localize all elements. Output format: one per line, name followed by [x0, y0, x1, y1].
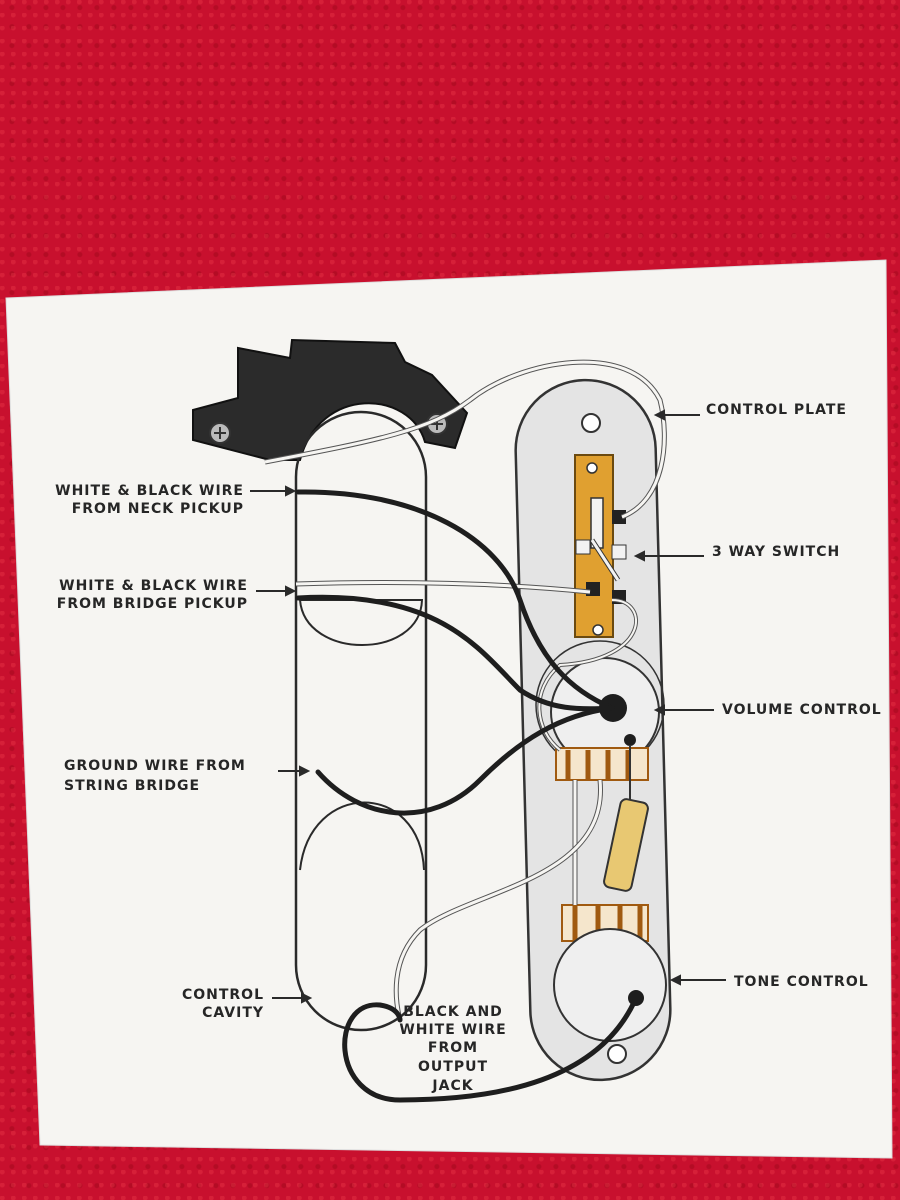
label-control-plate: CONTROL PLATE [706, 402, 847, 418]
label-neck-wire-2: FROM NECK PICKUP [72, 501, 244, 517]
label-tone: TONE CONTROL [734, 974, 869, 990]
label-switch: 3 WAY SWITCH [712, 544, 840, 560]
label-neck-wire-1: WHITE & BLACK WIRE [55, 483, 244, 499]
plate-screw-hole-top [581, 413, 601, 433]
label-cavity-1: CONTROL [182, 987, 264, 1003]
volume-pot [535, 640, 665, 781]
label-output-3: FROM [428, 1040, 478, 1056]
paper-sheet [5, 259, 893, 1159]
label-cavity-2: CAVITY [202, 1005, 264, 1021]
label-output-4: OUTPUT [418, 1059, 488, 1075]
control-cavity [294, 410, 428, 1032]
leader-arrows [250, 409, 726, 1004]
label-bridge-wire-1: WHITE & BLACK WIRE [59, 578, 248, 594]
label-ground-2: STRING BRIDGE [64, 778, 200, 794]
tone-pot [553, 904, 667, 1042]
label-ground-1: GROUND WIRE FROM [64, 758, 246, 774]
label-output-1: BLACK AND [403, 1004, 503, 1020]
label-bridge-wire-2: FROM BRIDGE PICKUP [57, 596, 248, 612]
label-output-2: WHITE WIRE [399, 1022, 506, 1038]
screw-icon [209, 422, 231, 444]
pickup-cavity-lower [299, 801, 425, 871]
capacitor [603, 745, 649, 892]
label-output-5: JACK [431, 1078, 473, 1094]
plate-screw-hole-bottom [607, 1044, 627, 1064]
white-wires [264, 359, 667, 1021]
black-wires [295, 489, 639, 1103]
label-volume: VOLUME CONTROL [722, 702, 882, 718]
